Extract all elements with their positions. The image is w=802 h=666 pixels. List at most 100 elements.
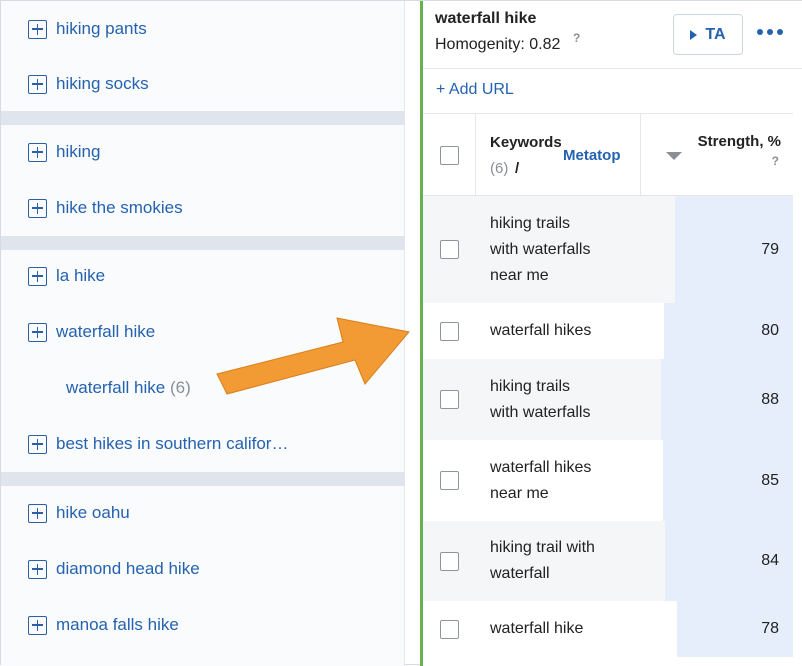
header-keywords: Keywords (6) / Metatop	[476, 114, 641, 196]
metatop-column-link[interactable]: Metatop	[563, 147, 621, 164]
strength-cell: 80	[641, 303, 793, 359]
cluster-item-label[interactable]: waterfall hike	[56, 322, 156, 341]
cluster-item[interactable]: manoa falls hike	[1, 597, 405, 653]
strength-bar	[677, 601, 793, 657]
cluster-subitem-label[interactable]: waterfall hike (6)	[66, 378, 191, 397]
plus-square-icon[interactable]	[28, 198, 47, 218]
group-separator	[1, 111, 405, 125]
cluster-item-label[interactable]: best hikes in southern califor…	[56, 434, 289, 453]
plus-square-icon[interactable]	[28, 559, 47, 579]
keyword-cell: hiking trail with waterfall	[476, 521, 641, 601]
strength-value: 84	[761, 552, 779, 569]
table-header: Keywords (6) / Metatop Strength, % ?	[423, 113, 793, 196]
cluster-subitem-selected[interactable]: waterfall hike (6)	[1, 360, 405, 416]
row-select-cell	[423, 601, 476, 657]
strength-bar	[665, 521, 793, 601]
more-horizontal-icon[interactable]	[757, 29, 783, 37]
row-select-cell	[423, 196, 476, 303]
homogeneity-value: Homogenity: 0.82	[435, 36, 561, 53]
row-checkbox[interactable]	[440, 240, 459, 259]
table-row: hiking trails with waterfalls 88	[423, 359, 793, 440]
row-select-cell	[423, 521, 476, 601]
cluster-item-label[interactable]: la hike	[56, 266, 106, 285]
table-row: waterfall hikes 80	[423, 303, 793, 359]
header-strength[interactable]: Strength, % ?	[641, 114, 793, 196]
strength-value: 78	[761, 620, 779, 637]
strength-cell: 88	[641, 359, 793, 440]
strength-value: 79	[761, 240, 779, 258]
cluster-item[interactable]: best hikes in southern califor…	[1, 416, 405, 472]
cluster-item-label[interactable]: diamond head hike	[56, 559, 200, 578]
cluster-item[interactable]: hiking pants	[1, 1, 405, 57]
table-row: hiking trail with waterfall 84	[423, 521, 793, 601]
cluster-item-label[interactable]: hiking	[56, 142, 101, 161]
header-select-cell	[423, 114, 476, 196]
strength-value: 80	[761, 322, 779, 339]
strength-value: 88	[761, 390, 779, 408]
keyword-cell: waterfall hikes near me	[476, 440, 641, 521]
add-url-link[interactable]: + Add URL	[436, 81, 514, 98]
strength-cell: 79	[641, 196, 793, 303]
play-icon	[690, 29, 698, 40]
plus-square-icon[interactable]	[28, 615, 47, 635]
plus-square-icon[interactable]	[28, 19, 47, 39]
keyword-cell: waterfall hike	[476, 601, 641, 657]
plus-square-icon[interactable]	[28, 142, 47, 162]
cluster-item-label[interactable]: hike the smokies	[56, 198, 183, 217]
ta-button[interactable]: TA	[673, 14, 743, 55]
cluster-item[interactable]: diamond head hike	[1, 541, 405, 597]
cluster-item[interactable]: hiking socks	[1, 56, 405, 112]
plus-square-icon[interactable]	[28, 322, 47, 342]
row-select-cell	[423, 359, 476, 440]
keywords-count: (6)	[490, 160, 509, 177]
cluster-item[interactable]: hike the smokies	[1, 180, 405, 236]
keyword-text: waterfall hikes	[490, 322, 592, 339]
strength-bar	[663, 440, 793, 521]
table-row: waterfall hikes near me 85	[423, 440, 793, 521]
plus-square-icon[interactable]	[28, 266, 47, 286]
keyword-cell: hiking trails with waterfalls	[476, 359, 641, 440]
plus-square-icon[interactable]	[28, 503, 47, 523]
cluster-title: waterfall hike	[435, 10, 537, 27]
row-select-cell	[423, 303, 476, 359]
select-all-checkbox[interactable]	[440, 146, 459, 165]
plus-square-icon[interactable]	[28, 434, 47, 454]
group-separator	[1, 236, 405, 250]
keyword-count: (6)	[169, 378, 191, 397]
row-checkbox[interactable]	[440, 619, 459, 639]
row-checkbox[interactable]	[440, 390, 459, 409]
row-checkbox[interactable]	[440, 471, 459, 490]
plus-square-icon[interactable]	[28, 74, 47, 94]
cluster-item-label[interactable]: manoa falls hike	[56, 615, 179, 634]
strength-bar	[675, 196, 793, 303]
cluster-item[interactable]: la hike	[1, 248, 405, 304]
row-checkbox[interactable]	[440, 321, 459, 341]
cluster-detail-panel: waterfall hike Homogenity: 0.82 ? TA + A…	[420, 1, 802, 666]
cluster-item-label[interactable]: hike oahu	[56, 503, 130, 522]
keyword-text: hiking trails with waterfalls near me	[490, 214, 591, 284]
cluster-item-label[interactable]: hiking pants	[56, 19, 147, 38]
help-icon[interactable]: ?	[771, 154, 779, 168]
group-separator	[1, 472, 405, 486]
keyword-cell: hiking trails with waterfalls near me	[476, 196, 641, 303]
keywords-separator: /	[515, 160, 520, 177]
cluster-item-label[interactable]: hiking socks	[56, 74, 149, 93]
strength-column-label[interactable]: Strength, %	[697, 133, 781, 150]
cluster-item[interactable]: waterfall hike	[1, 304, 405, 360]
strength-cell: 85	[641, 440, 793, 521]
strength-value: 85	[761, 471, 779, 489]
table-row: hiking trails with waterfalls near me 79	[423, 196, 793, 303]
cluster-list: hiking pants hiking socks hiking hike th…	[1, 1, 405, 666]
help-icon[interactable]: ?	[573, 31, 581, 45]
keyword-text: hiking trail with waterfall	[490, 539, 595, 582]
strength-bar	[664, 303, 793, 359]
cluster-item[interactable]: hiking	[1, 124, 405, 180]
sort-desc-icon[interactable]	[666, 152, 682, 160]
row-checkbox[interactable]	[440, 551, 459, 571]
cluster-item[interactable]: hike oahu	[1, 485, 405, 541]
table-row: waterfall hike 78	[423, 601, 793, 657]
keywords-column-label[interactable]: Keywords	[490, 134, 562, 151]
strength-cell: 78	[641, 601, 793, 657]
ta-button-label: TA	[705, 25, 726, 43]
